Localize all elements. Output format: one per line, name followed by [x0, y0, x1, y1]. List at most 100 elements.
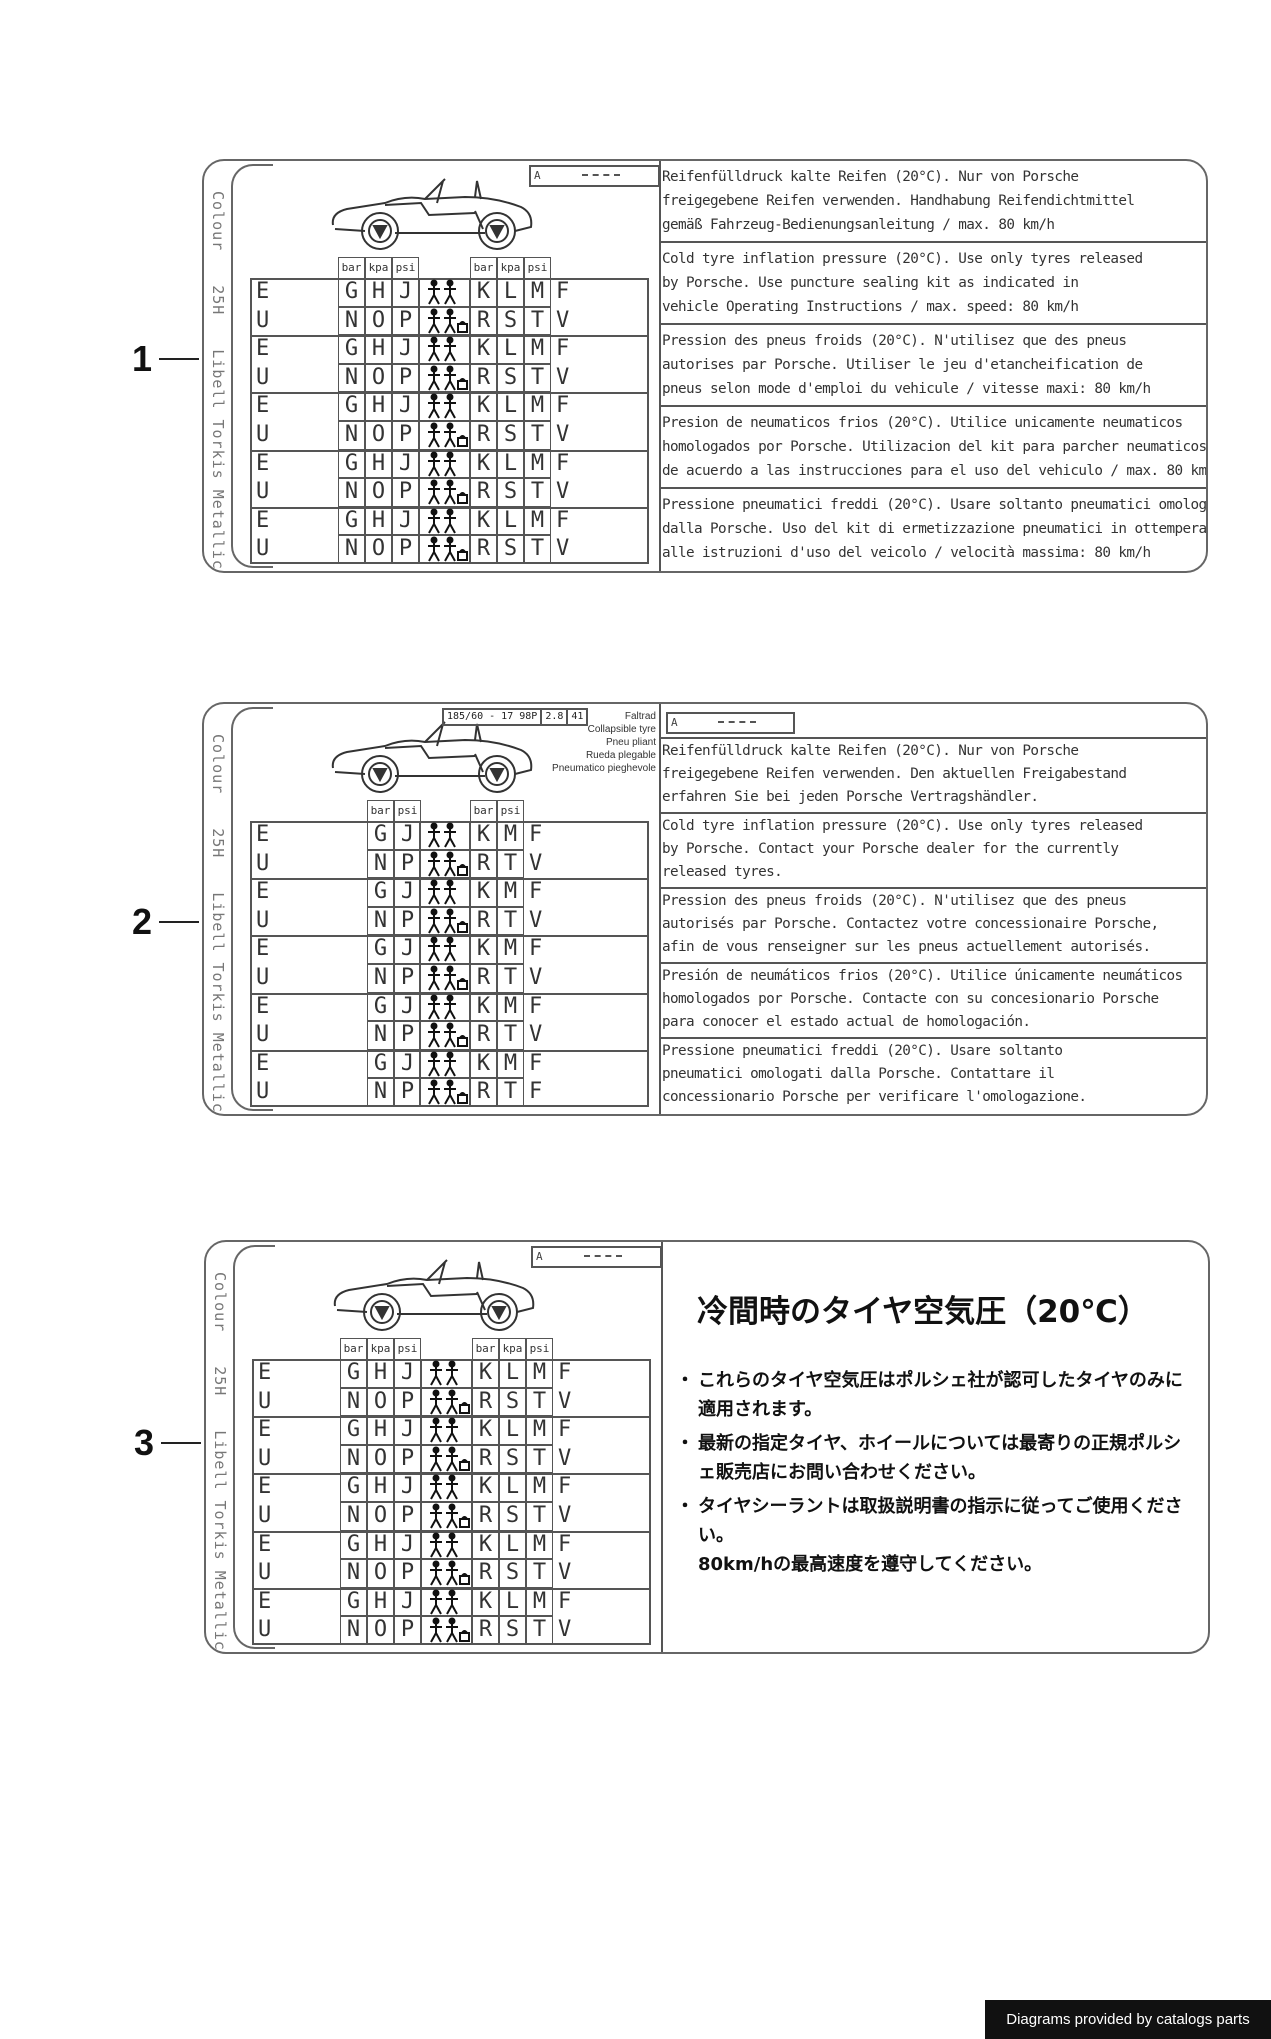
info-box-letter: A: [671, 716, 678, 729]
axle-label: E: [258, 1474, 272, 1500]
pressure-cell: N: [340, 1559, 367, 1588]
group-divider: [254, 1473, 649, 1476]
instruction-line: by Porsche. Use puncture sealing kit as …: [662, 275, 1079, 291]
axle-label: U: [256, 422, 270, 447]
pressure-cell: L: [497, 506, 524, 536]
pressure-cell: G: [338, 278, 365, 307]
pressure-cell: L: [499, 1473, 526, 1502]
instruction-text-block: Pressione pneumatici freddi (20°C). Usar…: [659, 489, 1206, 571]
instruction-text-block: Cold tyre inflation pressure (20°C). Use…: [659, 243, 1206, 325]
pressure-cell: K: [470, 821, 497, 850]
pressure-cell: G: [367, 992, 394, 1022]
japanese-speed-note: 80km/hの最高速度を遵守してください。: [698, 1554, 1043, 1575]
pressure-cell: L: [499, 1416, 526, 1445]
pressure-cell: L: [497, 335, 524, 364]
collapsible-tyre-label: Rueda plegable: [585, 750, 656, 761]
instruction-text-block: Reifenfülldruck kalte Reifen (20°C). Nur…: [659, 739, 1206, 814]
two-persons-icon: [421, 1416, 472, 1445]
pressure-cell: S: [499, 1502, 526, 1531]
pressure-cell: S: [497, 421, 524, 450]
pressure-cell: O: [367, 1444, 394, 1474]
bullet-icon: ・: [676, 1496, 694, 1517]
pressure-cell: R: [470, 363, 497, 393]
axle-label: U: [256, 1022, 270, 1048]
two-persons-luggage-icon: [419, 421, 470, 450]
pressure-cell: H: [365, 449, 392, 479]
pressure-cell: H: [367, 1473, 394, 1502]
info-box-dash: [583, 1255, 622, 1257]
pressure-cell: H: [367, 1359, 394, 1388]
instruction-line: freigegebene Reifen verwenden. Handhabun…: [662, 193, 1135, 209]
axle-label: U: [256, 965, 270, 990]
pressure-cell: R: [470, 535, 497, 564]
two-persons-icon: [419, 821, 470, 850]
instruction-text-block: Pression des pneus froids (20°C). N'util…: [659, 325, 1206, 407]
pressure-cell: O: [367, 1559, 394, 1588]
pressure-cell: G: [338, 506, 365, 536]
pressure-cell: P: [394, 849, 421, 879]
pressure-cell: T: [524, 363, 551, 393]
pressure-cell: N: [367, 906, 394, 936]
pressure-cell: R: [472, 1502, 499, 1531]
pressure-cell: N: [338, 306, 365, 336]
pressure-cell: O: [365, 421, 392, 450]
pressure-cell: J: [394, 1359, 421, 1388]
instruction-line: afin de vous renseigner sur les pneus ac…: [662, 939, 1151, 955]
two-persons-icon: [419, 335, 470, 364]
pressure-cell: M: [497, 1049, 524, 1079]
pressure-cell: P: [394, 1021, 421, 1050]
pressure-cell: M: [497, 935, 524, 964]
column-header: bar: [470, 257, 497, 278]
japanese-bullet-item: ・これらのタイヤ空気圧はポルシェ社が認可したタイヤのみに適用されます。: [676, 1366, 1196, 1424]
pressure-cell: M: [526, 1587, 553, 1617]
colour-strip-item: Libell Torkis Metallic: [211, 1430, 229, 1651]
pressure-cell: P: [392, 478, 419, 507]
pressure-cell: O: [367, 1616, 394, 1645]
pressure-cell: K: [470, 935, 497, 964]
axle-label: E: [256, 879, 270, 905]
two-persons-icon: [419, 878, 470, 907]
pressure-cell: T: [526, 1616, 553, 1645]
pressure-cell: H: [365, 506, 392, 536]
pressure-cell: O: [365, 363, 392, 393]
two-persons-luggage-icon: [419, 906, 470, 936]
row-end-label: V: [556, 422, 570, 447]
pressure-cell: G: [340, 1359, 367, 1388]
instruction-line: Pressione pneumatici freddi (20°C). Usar…: [662, 1043, 1063, 1059]
instruction-line: Pression des pneus froids (20°C). N'util…: [662, 333, 1127, 349]
japanese-bullet-item: ・タイヤシーラントは取扱説明書の指示に従ってご使用ください。: [676, 1492, 1196, 1550]
pressure-cell: N: [340, 1444, 367, 1474]
pressure-cell: M: [526, 1359, 553, 1388]
pressure-cell: L: [499, 1359, 526, 1388]
instruction-line: pneus selon mode d'emploi du vehicule / …: [662, 381, 1151, 397]
column-header: kpa: [367, 1338, 394, 1359]
tyre-spec-value: 2.8: [540, 710, 566, 724]
instruction-line: alle istruzioni d'uso del veicolo / velo…: [662, 545, 1151, 561]
info-box: A: [531, 1246, 662, 1268]
pressure-cell: M: [524, 278, 551, 307]
instruction-line: released tyres.: [662, 864, 783, 880]
pressure-cell: R: [470, 1078, 497, 1107]
instruction-text-block: Presión de neumáticos frios (20°C). Util…: [659, 964, 1206, 1039]
group-divider: [252, 878, 647, 881]
group-divider: [254, 1587, 649, 1590]
two-persons-icon: [419, 506, 470, 536]
colour-strip-text: Colour25HLibell Torkis Metallic: [209, 734, 227, 1147]
pressure-cell: J: [394, 878, 421, 907]
instruction-line: Cold tyre inflation pressure (20°C). Use…: [662, 251, 1143, 267]
instruction-line: Cold tyre inflation pressure (20°C). Use…: [662, 818, 1143, 834]
row-end-label: F: [529, 936, 543, 962]
pressure-cell: R: [470, 849, 497, 879]
pressure-cell: R: [470, 1021, 497, 1050]
group-divider: [252, 449, 647, 452]
two-persons-luggage-icon: [419, 535, 470, 564]
column-header: bar: [340, 1338, 367, 1359]
column-header: psi: [394, 1338, 421, 1359]
instruction-line: by Porsche. Contact your Porsche dealer …: [662, 841, 1119, 857]
axle-label: E: [258, 1417, 272, 1443]
row-end-label: V: [558, 1560, 572, 1586]
pressure-cell: P: [394, 1502, 421, 1531]
pressure-cell: H: [367, 1587, 394, 1617]
two-persons-icon: [419, 992, 470, 1022]
